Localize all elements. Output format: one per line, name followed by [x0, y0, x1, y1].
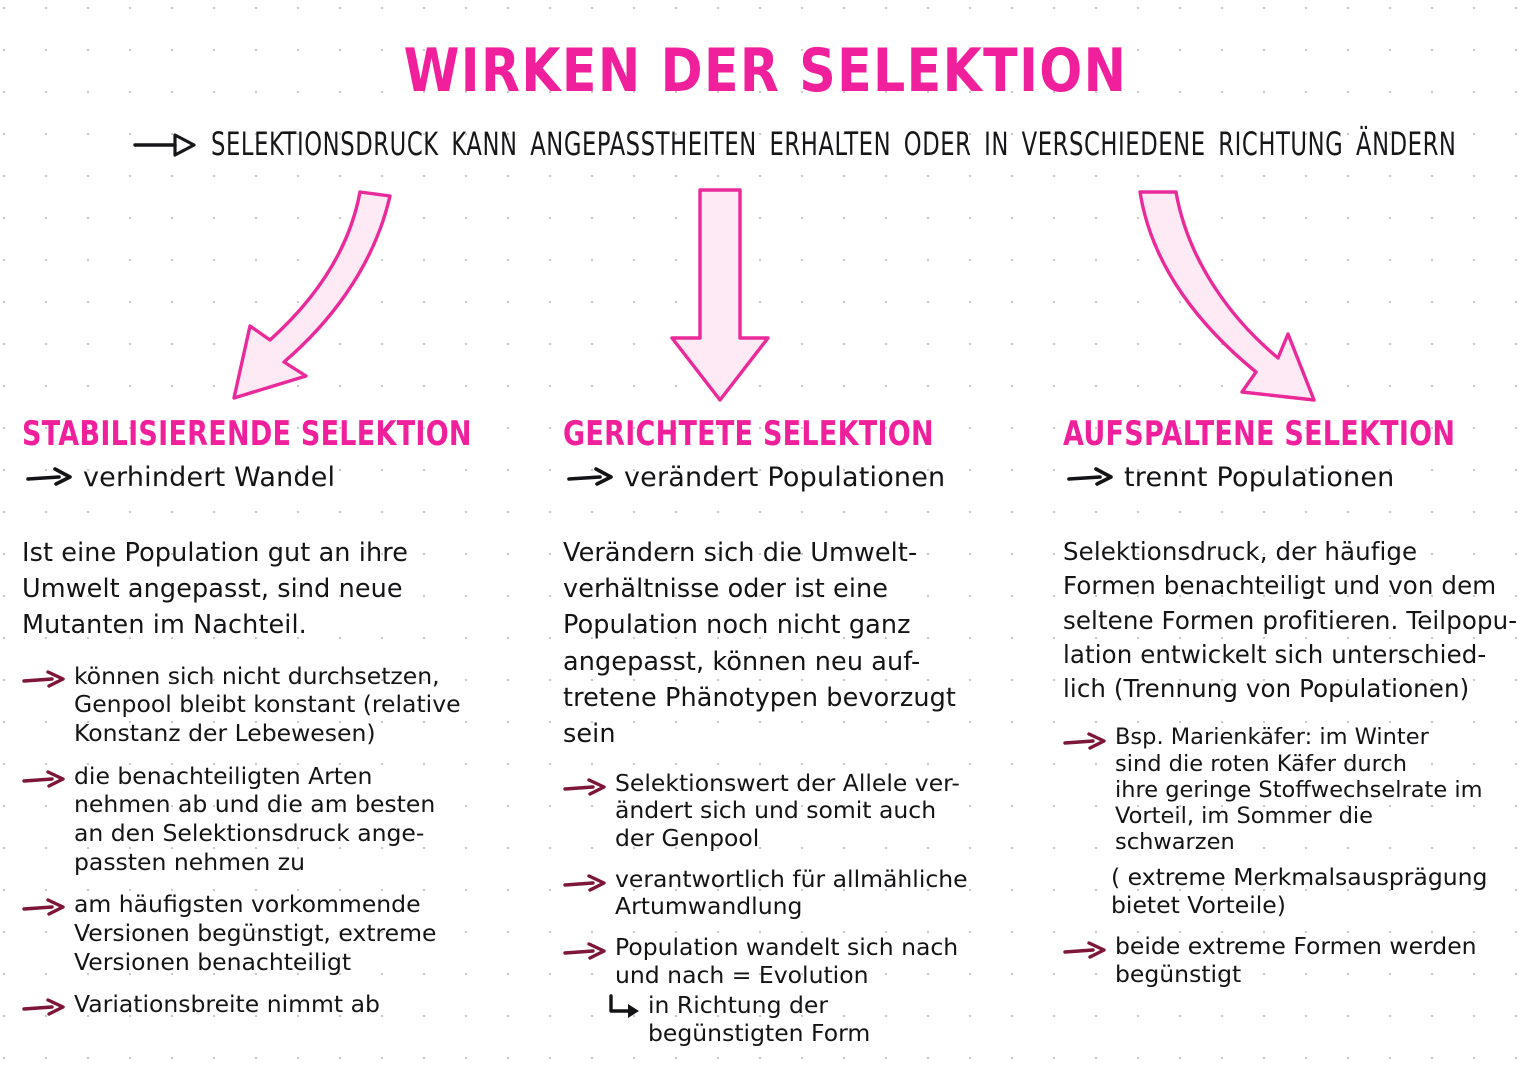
bullet-item: Population wandelt sich nach und nach = …	[563, 934, 1043, 989]
arrow-to-aufspaltene-icon	[1138, 190, 1316, 402]
column-subheading: verändert Populationen	[624, 462, 946, 493]
column-subheading-row: verändert Populationen	[567, 464, 1043, 491]
bullet-arrow-icon	[22, 769, 65, 788]
bullet-text: Variationsbreite nimmt ab	[74, 990, 380, 1019]
sub-arrow-row: in Richtung der begünstigten Form	[607, 991, 1043, 1047]
bullet-text: Population wandelt sich nach und nach = …	[615, 933, 959, 989]
column-stabilisierende: STABILISIERENDE SELEKTION verhindert Wan…	[22, 415, 542, 1033]
bullet-item: beide extreme Formen werden begünstigt	[1063, 933, 1531, 988]
subtitle-row: SELEKTIONSDRUCK KANN ANGEPASSTHEITEN ERH…	[133, 127, 1495, 163]
bullet-item: die benachteiligten Arten nehmen ab und …	[22, 762, 542, 877]
bullet-text: Bsp. Marienkäfer: im Winter sind die rot…	[1115, 724, 1483, 855]
bullet-item: Bsp. Marienkäfer: im Winter sind die rot…	[1063, 724, 1531, 855]
column-subheading: verhindert Wandel	[83, 462, 336, 493]
bullet-text: können sich nicht durchsetzen, Genpool b…	[74, 661, 461, 747]
arrow-to-stabilisierende-icon	[232, 190, 392, 400]
subtitle-text: SELEKTIONSDRUCK KANN ANGEPASSTHEITEN ERH…	[211, 126, 1457, 164]
bullet-arrow-icon	[22, 998, 65, 1016]
intro-paragraph: Selektionsdruck, der häufige Formen bena…	[1063, 537, 1518, 704]
bullet-item: am häufigsten vorkommende Versionen begü…	[22, 890, 542, 976]
bullet-arrow-icon	[22, 898, 65, 916]
sub-arrow-text: in Richtung der begünstigten Form	[648, 990, 871, 1048]
bullet-arrow-icon	[22, 669, 65, 688]
arrow-to-gerichtete-icon	[670, 188, 770, 402]
column-body: Ist eine Population gut an ihre Umwelt a…	[22, 535, 542, 1019]
arrow-right-icon	[26, 467, 72, 486]
column-heading: AUFSPALTENE SELEKTION	[1063, 415, 1456, 455]
column-body: Verändern sich die Umwelt- verhältnisse …	[563, 535, 1043, 1047]
page-title: WIRKEN DER SELEKTION	[403, 36, 1128, 106]
bullet-arrow-icon	[1063, 732, 1106, 751]
bullet-item: verantwortlich für allmähliche Artumwand…	[563, 864, 1043, 921]
bullet-text: am häufigsten vorkommende Versionen begü…	[74, 890, 437, 976]
bullet-arrow-icon	[1063, 941, 1106, 960]
intro-paragraph: Ist eine Population gut an ihre Umwelt a…	[22, 538, 409, 641]
intro-paragraph: Verändern sich die Umwelt- verhältnisse …	[563, 538, 956, 750]
bullet-text: verantwortlich für allmähliche Artumwand…	[615, 864, 968, 921]
bullet-item: können sich nicht durchsetzen, Genpool b…	[22, 662, 542, 748]
bullet-arrow-icon	[563, 778, 606, 796]
column-subheading-row: trennt Populationen	[1067, 464, 1531, 491]
column-heading: GERICHTETE SELEKTION	[563, 415, 934, 455]
bullet-text: beide extreme Formen werden begünstigt	[1115, 932, 1477, 988]
side-note: ( extreme Merkmalsausprägung bietet Vort…	[1111, 862, 1488, 920]
bullet-item: Selektionswert der Allele ver- ändert si…	[563, 770, 1043, 852]
column-body: Selektionsdruck, der häufige Formen bena…	[1063, 535, 1531, 988]
arrow-right-icon	[1067, 467, 1113, 486]
bullet-arrow-icon	[563, 942, 606, 961]
column-aufspaltene: AUFSPALTENE SELEKTION trennt Populatione…	[1063, 415, 1531, 1002]
bullet-item: Variationsbreite nimmt ab	[22, 990, 542, 1019]
bullet-text: die benachteiligten Arten nehmen ab und …	[74, 761, 436, 876]
column-subheading-row: verhindert Wandel	[26, 464, 542, 491]
column-gerichtete: GERICHTETE SELEKTION verändert Populatio…	[563, 415, 1043, 1047]
column-heading: STABILISIERENDE SELEKTION	[22, 415, 472, 455]
column-subheading: trennt Populationen	[1124, 462, 1395, 493]
bullet-text: Selektionswert der Allele ver- ändert si…	[615, 769, 960, 852]
long-arrow-right-outline-icon	[133, 133, 196, 157]
bullet-arrow-icon	[563, 874, 606, 892]
corner-down-right-arrow-icon	[609, 994, 639, 1018]
arrow-right-icon	[567, 467, 613, 486]
